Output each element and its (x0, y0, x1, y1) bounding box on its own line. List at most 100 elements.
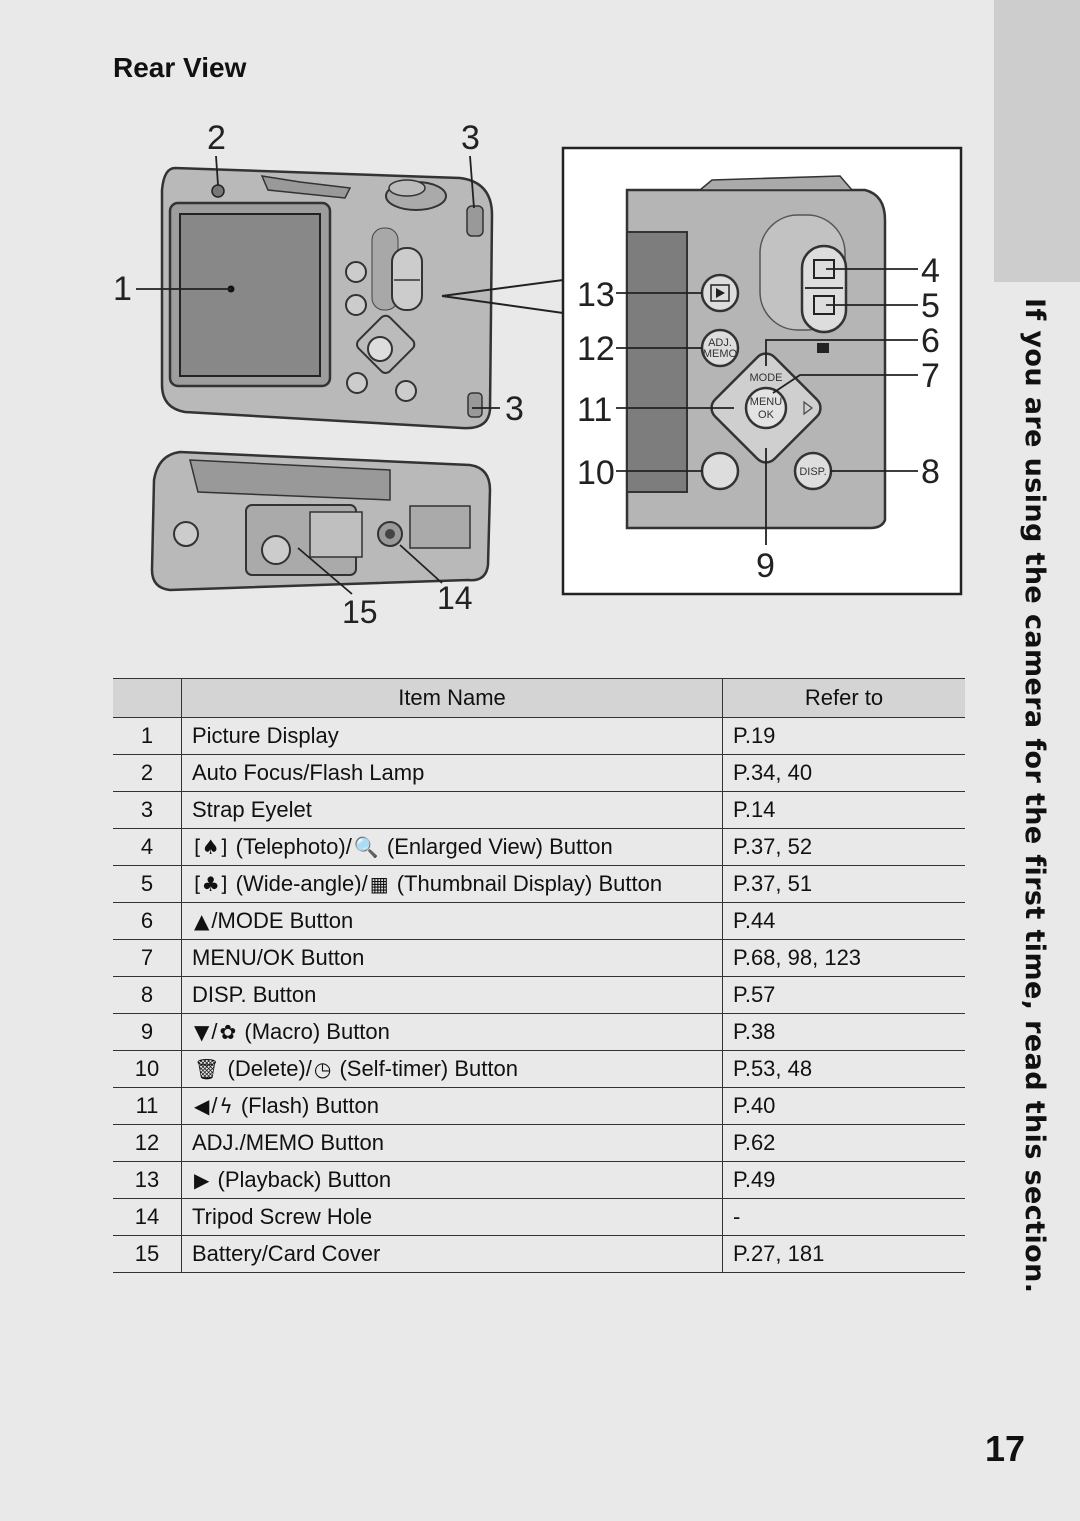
table-row: 1 Picture Display P.19 (113, 717, 965, 755)
menu-label: MENU (750, 396, 782, 408)
item-name: [♣] (Wide-angle)/▦ (Thumbnail Display) B… (181, 865, 723, 903)
item-name: Auto Focus/Flash Lamp (181, 754, 723, 792)
item-number: 2 (113, 754, 182, 792)
refer-to-page: P.27, 181 (722, 1235, 965, 1273)
button-symbol-icon: ▦ (369, 872, 389, 896)
refer-to-page: - (722, 1198, 965, 1236)
item-name-text: (Self-timer) Button (333, 1056, 518, 1081)
table-header-row: Item Name Refer to (113, 678, 965, 718)
item-number: 3 (113, 791, 182, 829)
item-number: 6 (113, 902, 182, 940)
item-name-text: (Macro) Button (238, 1019, 390, 1044)
item-name-text: Picture Display (192, 723, 339, 748)
table-row: 10 🗑 (Delete)/◷ (Self-timer) Button P.53, … (113, 1050, 965, 1088)
item-name: ▶ (Playback) Button (181, 1161, 723, 1199)
item-number: 10 (113, 1050, 182, 1088)
chapter-tab (994, 0, 1080, 282)
page-number: 17 (985, 1428, 1026, 1469)
refer-to-page: P.37, 52 (722, 828, 965, 866)
header-item-name: Item Name (181, 678, 723, 718)
callout-15: 15 (342, 594, 378, 630)
callout-13: 13 (577, 276, 615, 314)
button-symbol-icon: ▲ (194, 909, 210, 933)
table-row: 5[♣] (Wide-angle)/▦ (Thumbnail Display) … (113, 865, 965, 903)
callout-7: 7 (921, 357, 940, 395)
refer-to-page: P.68, 98, 123 (722, 939, 965, 977)
memo-label: MEMO (703, 348, 738, 360)
callout-14: 14 (437, 580, 473, 616)
item-name: Strap Eyelet (181, 791, 723, 829)
item-name: Tripod Screw Hole (181, 1198, 723, 1236)
header-refer-to: Refer to (722, 678, 965, 718)
item-name-text: Auto Focus/Flash Lamp (192, 760, 425, 785)
button-symbol-icon: ✿ (219, 1020, 237, 1044)
button-symbol-icon: [♠] (194, 835, 228, 859)
item-number: 15 (113, 1235, 182, 1273)
callout-8: 8 (921, 453, 940, 491)
refer-to-page: P.14 (722, 791, 965, 829)
section-title: Rear View (113, 52, 247, 83)
item-number: 9 (113, 1013, 182, 1051)
table-row: 4[♠] (Telephoto)/🔍 (Enlarged View) Butto… (113, 828, 965, 866)
item-name: ADJ./MEMO Button (181, 1124, 723, 1162)
callout-12: 12 (577, 330, 615, 368)
callout-10: 10 (577, 454, 615, 492)
chapter-tab-text: If you are using the camera for the firs… (1019, 298, 1050, 1294)
item-number: 1 (113, 717, 182, 755)
item-name: MENU/OK Button (181, 939, 723, 977)
table-row: 15 Battery/Card Cover P.27, 181 (113, 1235, 965, 1273)
item-name-text: (Flash) Button (234, 1093, 379, 1118)
button-symbol-icon: ◀ (194, 1094, 210, 1118)
refer-to-page: P.49 (722, 1161, 965, 1199)
refer-to-page: P.19 (722, 717, 965, 755)
callout-1: 1 (113, 270, 132, 308)
callout-numbers: 1 2 3 3 4 5 6 7 8 9 10 11 12 13 14 15 (113, 119, 940, 630)
item-name-text: (Thumbnail Display) Button (390, 871, 663, 896)
item-number: 5 (113, 865, 182, 903)
item-name: ◀/ϟ (Flash) Button (181, 1087, 723, 1125)
refer-to-page: P.34, 40 (722, 754, 965, 792)
callout-4: 4 (921, 252, 940, 290)
button-symbol-icon: ▶ (194, 1168, 210, 1192)
button-symbol-icon: ϟ (219, 1094, 233, 1118)
refer-to-page: P.53, 48 (722, 1050, 965, 1088)
refer-to-page: P.62 (722, 1124, 965, 1162)
callout-3-side: 3 (505, 390, 524, 428)
item-name-text: Tripod Screw Hole (192, 1204, 373, 1229)
item-name: Picture Display (181, 717, 723, 755)
item-name-text: /MODE Button (211, 908, 354, 933)
item-number: 7 (113, 939, 182, 977)
item-name-text: MENU/OK Button (192, 945, 365, 970)
item-number: 11 (113, 1087, 182, 1125)
detail-inset: ADJ. MEMO MODE MENU OK DISP. (561, 146, 963, 596)
ok-label: OK (758, 409, 775, 421)
item-number: 12 (113, 1124, 182, 1162)
item-number: 4 (113, 828, 182, 866)
adj-label: ADJ. (708, 337, 732, 349)
item-name-text: (Delete)/ (221, 1056, 312, 1081)
disp-label: DISP. (799, 466, 826, 478)
refer-to-page: P.44 (722, 902, 965, 940)
item-name: DISP. Button (181, 976, 723, 1014)
button-symbol-icon: [♣] (194, 872, 228, 896)
item-name-text: Battery/Card Cover (192, 1241, 381, 1266)
button-symbol-icon: 🗑 (194, 1057, 220, 1081)
item-number: 8 (113, 976, 182, 1014)
callout-3-top: 3 (461, 119, 480, 157)
item-name-text: Strap Eyelet (192, 797, 312, 822)
refer-to-page: P.40 (722, 1087, 965, 1125)
table-row: 2 Auto Focus/Flash Lamp P.34, 40 (113, 754, 965, 792)
item-name: [♠] (Telephoto)/🔍 (Enlarged View) Button (181, 828, 723, 866)
button-symbol-icon: ◷ (313, 1057, 332, 1081)
item-name: Battery/Card Cover (181, 1235, 723, 1273)
camera-bottom-illustration (150, 450, 492, 592)
leader-lines (136, 155, 918, 595)
callout-2: 2 (207, 119, 226, 157)
item-name-text: (Playback) Button (211, 1167, 392, 1192)
table-row: 6 ▲/MODE Button P.44 (113, 902, 965, 940)
